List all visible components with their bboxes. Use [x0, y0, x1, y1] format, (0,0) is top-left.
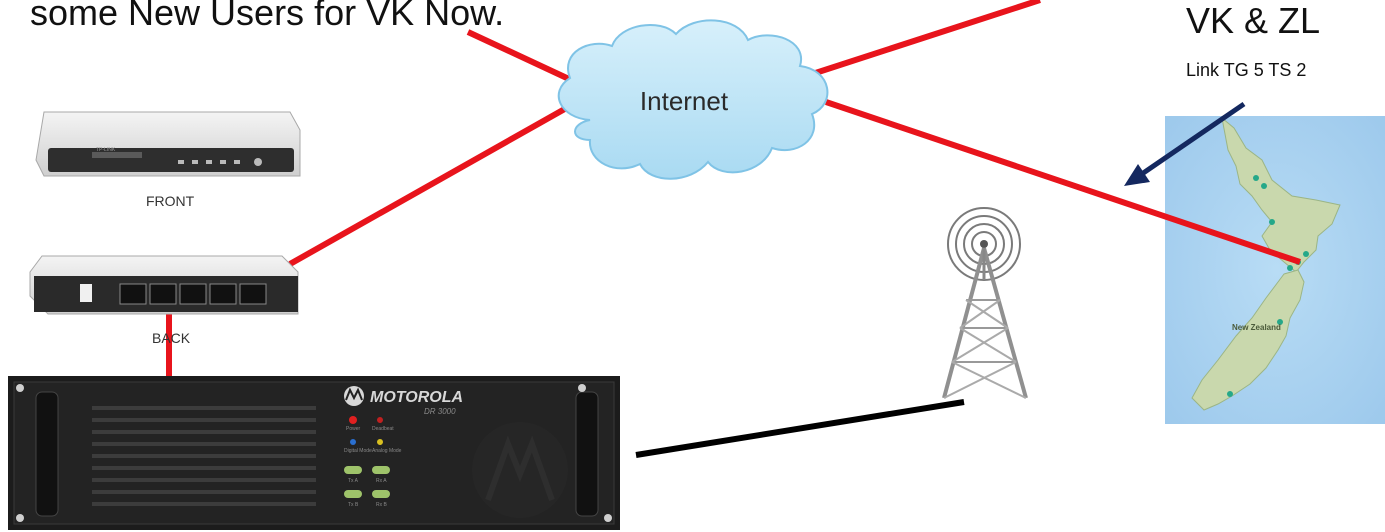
cloud-icon: Internet — [557, 19, 829, 180]
link-cloud-to-map — [825, 99, 1301, 265]
led-label: Rx B — [376, 502, 388, 508]
link-router-to-cloud — [288, 103, 572, 267]
led-label: Tx A — [348, 478, 359, 484]
repeater-model: DR 3000 — [424, 407, 456, 416]
router-icon: TP-LINK — [35, 111, 301, 177]
headline: some New Users for VK Now. — [30, 0, 505, 33]
link-headline-to-cloud — [466, 29, 586, 89]
router-back-label: BACK — [152, 330, 191, 346]
region-title: VK & ZL — [1186, 0, 1321, 41]
repeater-icon: MOTOROLA DR 3000 Power Deadbeat Digital … — [8, 376, 620, 530]
router-back — [29, 255, 299, 315]
led-label: Rx A — [376, 478, 387, 484]
link-cloud-to-topright — [799, 0, 1041, 81]
talkgroup-label: Link TG 5 TS 2 — [1186, 60, 1307, 80]
radio-tower-icon — [942, 207, 1028, 399]
cloud-label: Internet — [640, 86, 729, 116]
map-label: New Zealand — [1232, 323, 1281, 332]
rf-link-repeater-to-tower — [635, 399, 965, 458]
arrow-icon — [1124, 101, 1246, 186]
router-brand: TP-LINK — [96, 147, 116, 153]
led-label: Tx B — [348, 502, 359, 508]
repeater-brand: MOTOROLA — [370, 389, 463, 406]
led-label: Digital Mode — [344, 448, 372, 454]
led-label: Power — [346, 426, 361, 432]
connection-lines — [166, 0, 1301, 458]
led-label: Analog Mode — [372, 448, 402, 454]
led-label: Deadbeat — [372, 426, 394, 432]
router-front-label: FRONT — [146, 193, 195, 209]
map-icon: New Zealand — [1165, 116, 1385, 424]
